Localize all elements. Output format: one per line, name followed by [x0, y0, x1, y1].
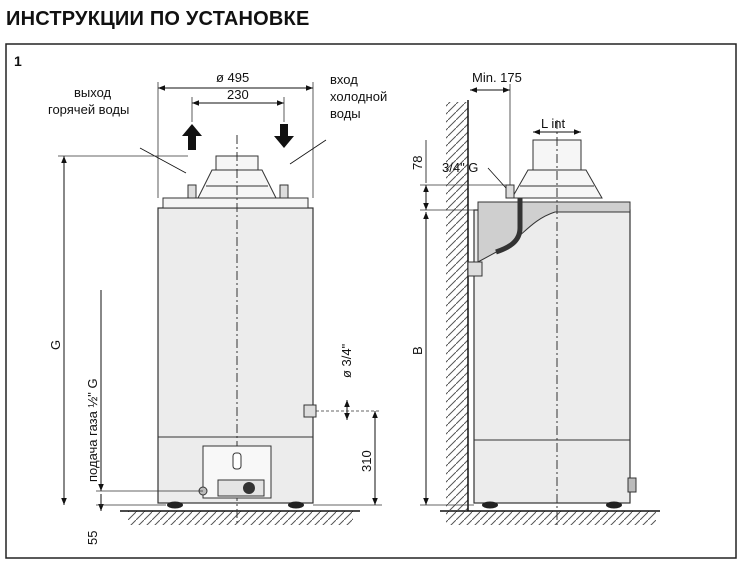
- heater-top-cap: [162, 197, 309, 209]
- label-thread-3-4-g: 3/4" G: [442, 160, 478, 175]
- label-hot-water-1: выход: [74, 85, 112, 100]
- cold-water-pipe: [279, 184, 289, 199]
- label-cold-water-2: холодной: [330, 89, 387, 104]
- side-connector: [303, 404, 317, 418]
- label-hot-water-2: горячей воды: [48, 102, 129, 117]
- label-dim-310: 310: [359, 450, 374, 472]
- label-cold-water-3: воды: [330, 106, 361, 121]
- foot-left: [167, 501, 183, 509]
- water-pipe-side: [505, 184, 515, 199]
- figure-number: 1: [14, 53, 22, 69]
- front-view: ø 495 230 выход горячей воды вход холодн…: [48, 70, 387, 545]
- figure-frame: [5, 43, 737, 559]
- label-diameter-495: ø 495: [216, 70, 249, 85]
- heater-body-side: [473, 209, 631, 504]
- label-dim-78: 78: [410, 156, 425, 170]
- gas-valve: [217, 479, 265, 497]
- foot-right: [288, 501, 304, 509]
- floor-hatch-side: [446, 511, 656, 525]
- foot-side-left: [482, 501, 498, 509]
- hot-water-out-arrow: [182, 124, 202, 150]
- leader-3-4-g: [487, 167, 507, 189]
- wall-bracket: [467, 261, 483, 277]
- label-cold-water-1: вход: [330, 72, 358, 87]
- inner-pipe: [495, 198, 523, 255]
- cold-water-in-arrow: [274, 124, 294, 148]
- hot-water-pipe: [187, 184, 197, 199]
- leader-cold: [289, 139, 327, 165]
- side-view: Min. 175 L int 78 3/4" G B: [410, 70, 660, 525]
- label-min-175: Min. 175: [472, 70, 522, 85]
- gas-valve-knob: [243, 482, 255, 494]
- label-dim-G: G: [48, 340, 63, 350]
- floor-hatch-front: [128, 511, 353, 525]
- label-dim-B: B: [410, 346, 425, 355]
- label-l-int: L int: [541, 116, 565, 131]
- foot-side-right: [606, 501, 622, 509]
- flue-hood-front: [197, 169, 277, 199]
- wall-hatch: [446, 102, 468, 510]
- page-title: ИНСТРУКЦИИ ПО УСТАНОВКЕ: [6, 8, 310, 30]
- label-width-230: 230: [227, 87, 249, 102]
- control-window: [232, 452, 242, 470]
- label-gas-supply: подача газа ½" G: [85, 378, 100, 482]
- leader-hot: [139, 147, 187, 174]
- label-dim-55: 55: [85, 531, 100, 545]
- side-handle: [627, 477, 637, 493]
- label-dia-3-4: ø 3/4": [339, 343, 354, 378]
